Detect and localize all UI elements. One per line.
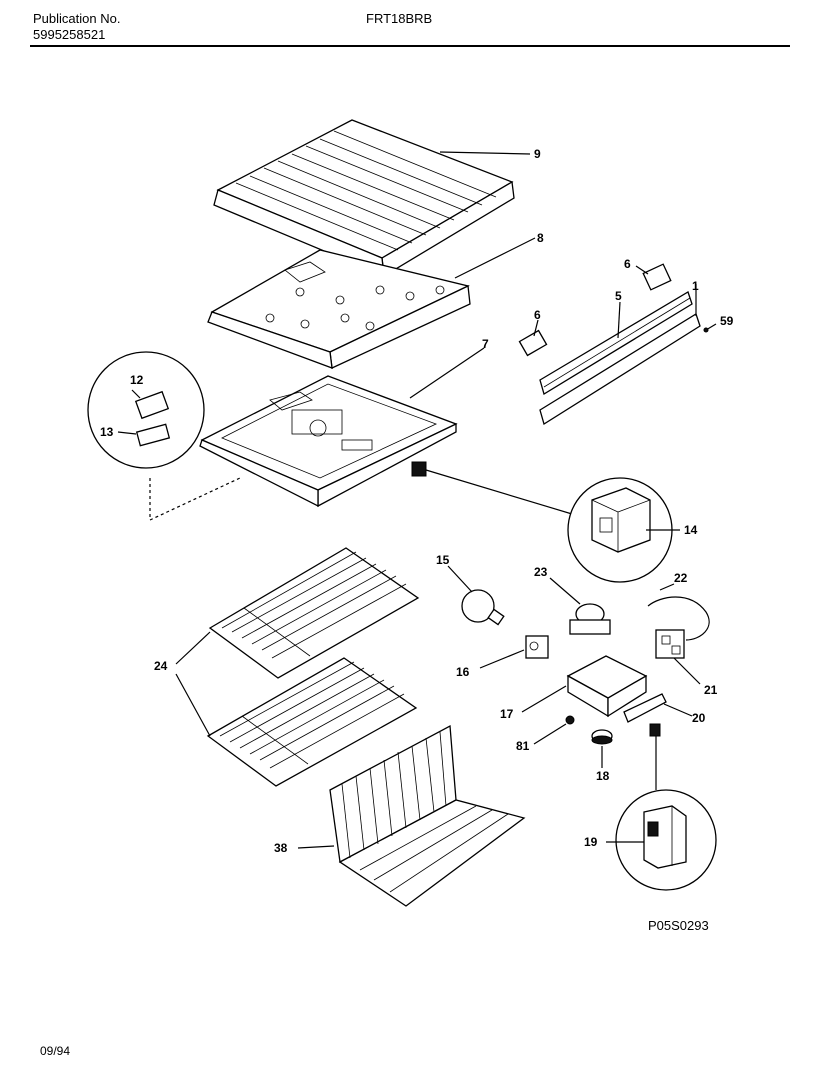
part-23-thermostat <box>549 577 611 635</box>
callout-17: 17 <box>500 707 514 721</box>
part-17-control-box <box>521 655 648 718</box>
callout-6-right: 6 <box>624 257 631 271</box>
callout-19: 19 <box>584 835 598 849</box>
callout-59: 59 <box>720 314 734 328</box>
part-7-control-housing <box>199 347 573 515</box>
part-6-bracket-left <box>518 319 548 357</box>
publication-date: 09/94 <box>40 1044 71 1058</box>
callout-23: 23 <box>534 565 548 579</box>
callout-81: 81 <box>516 739 530 753</box>
part-19-switch-detail <box>606 723 717 891</box>
detail-circle-14 <box>567 477 680 583</box>
callout-6-left: 6 <box>534 308 541 322</box>
part-22-wire-harness <box>647 583 710 641</box>
header-rule <box>30 45 790 47</box>
callout-8: 8 <box>537 231 544 245</box>
part-81-screw <box>533 715 575 745</box>
diagram-reference-code: P05S0293 <box>648 918 709 933</box>
model-number: FRT18BRB <box>366 11 433 26</box>
part-24-wire-shelf-upper <box>208 547 420 679</box>
callout-9: 9 <box>534 147 541 161</box>
callout-21: 21 <box>704 683 718 697</box>
callout-14: 14 <box>684 523 698 537</box>
callout-1: 1 <box>692 279 699 293</box>
part-6-bracket-right <box>635 263 672 291</box>
callout-12: 12 <box>130 373 144 387</box>
part-5-rail <box>539 291 693 395</box>
detail-circle-12-13 <box>87 351 241 521</box>
callout-15: 15 <box>436 553 450 567</box>
part-9-shelf-cover <box>213 119 531 278</box>
callout-13: 13 <box>100 425 114 439</box>
part-18-knob <box>591 729 613 768</box>
part-8-shelf-frame <box>207 237 536 369</box>
callout-16: 16 <box>456 665 470 679</box>
callout-38: 38 <box>274 841 288 855</box>
callout-5: 5 <box>615 289 622 303</box>
callout-22: 22 <box>674 571 688 585</box>
part-1-rail <box>539 284 701 426</box>
callout-20: 20 <box>692 711 706 725</box>
part-38-wire-basket <box>297 724 526 907</box>
callout-7: 7 <box>482 337 489 351</box>
part-16-lamp-socket <box>479 635 549 669</box>
publication-label: Publication No. <box>33 11 121 26</box>
part-59-screw <box>703 323 717 333</box>
part-21-connector <box>655 629 701 685</box>
part-20-cover-plate <box>623 693 693 723</box>
callout-24: 24 <box>154 659 168 673</box>
part-15-light-bulb <box>447 565 505 626</box>
callout-18: 18 <box>596 769 610 783</box>
publication-number: 5995258521 <box>33 27 106 42</box>
part-24-wire-shelf-lower <box>175 631 418 787</box>
